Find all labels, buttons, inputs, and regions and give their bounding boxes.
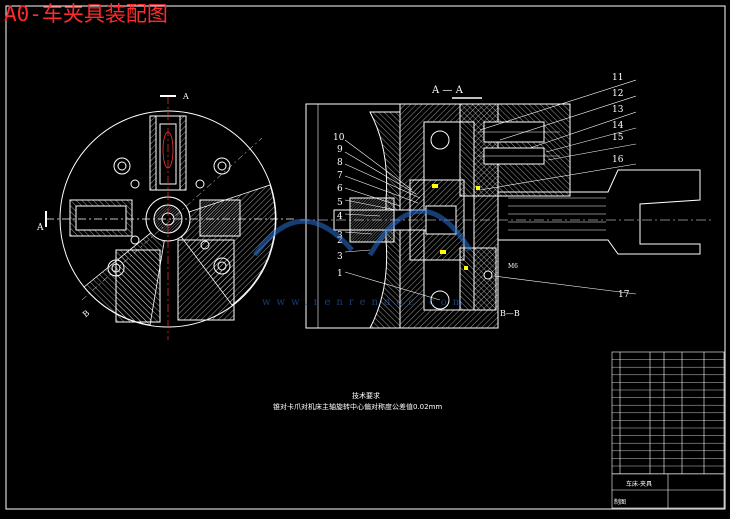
part-number-11: 11: [612, 73, 623, 83]
drawing-frame: [5, 5, 726, 510]
thread-callout: M6: [508, 263, 518, 270]
part-number-15: 15: [612, 133, 624, 143]
part-number-4: 4: [337, 212, 343, 222]
section-label-a-left: A: [36, 223, 44, 233]
part-number-6: 6: [337, 184, 343, 194]
parts-list-table: [611, 351, 725, 509]
part-number-3a: 3: [337, 252, 343, 262]
part-number-14: 14: [612, 121, 624, 131]
part-number-9: 9: [337, 145, 343, 155]
part-number-8: 8: [337, 158, 343, 168]
section-label-a-top: A: [182, 92, 189, 101]
part-number-labels: 1 2 3 3 4 5 6 7 8 9 10 11 12 13 14 15 16…: [333, 73, 630, 300]
part-number-5: 5: [337, 198, 343, 208]
part-number-7: 7: [337, 171, 343, 181]
watermark: www.renrendoc.com: [252, 208, 473, 308]
chuck-end-view: [45, 95, 295, 340]
part-number-13: 13: [612, 105, 624, 115]
section-title-a-a: A — A: [431, 85, 464, 96]
part-number-12: 12: [612, 89, 623, 99]
leader-lines: [344, 79, 637, 301]
title-block-label: 车床-夹具: [626, 480, 652, 488]
tech-requirements-text: 锥对卡爪对机床主轴旋转中心偏对称度公差值0.02mm: [273, 403, 443, 411]
part-number-2: 2: [337, 236, 343, 246]
part-number-10: 10: [333, 133, 345, 143]
watermark-text: www.renrendoc.com: [262, 297, 468, 308]
part-number-1: 1: [337, 269, 343, 279]
title-block-label-2: 制图: [614, 498, 626, 506]
section-label-b-small: B: [81, 308, 91, 319]
tech-requirements-heading: 技术要求: [352, 392, 380, 400]
section-view-a-a: [300, 97, 712, 329]
drawing-title: A0-车夹具装配图: [4, 2, 168, 26]
part-number-16: 16: [612, 155, 624, 165]
part-number-17: 17: [618, 290, 630, 300]
parts-list-rows: [612, 359, 724, 474]
section-label-b-b: B—B: [500, 309, 520, 318]
